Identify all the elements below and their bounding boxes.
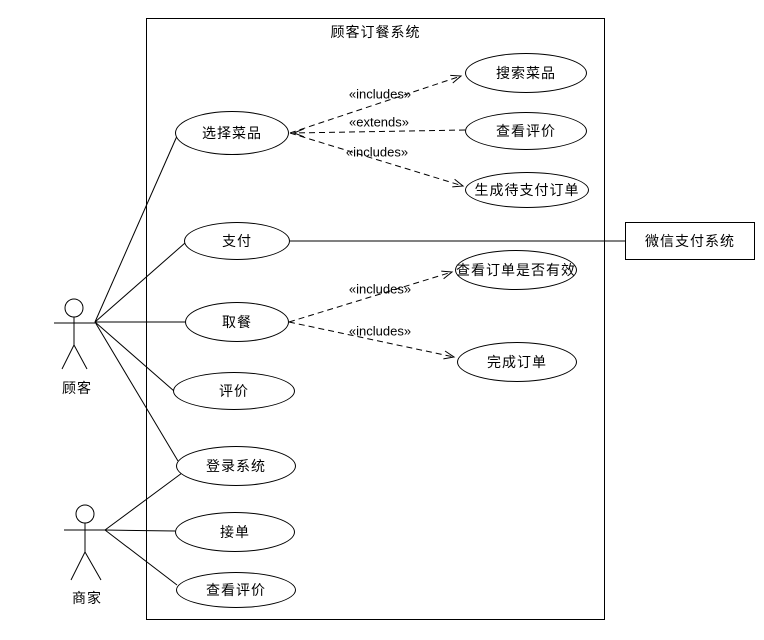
usecase-check-order[interactable]: 查看订单是否有效 — [455, 250, 577, 290]
usecase-login-label: 登录系统 — [206, 459, 266, 475]
usecase-select-dish[interactable]: 选择菜品 — [175, 111, 289, 155]
association-customer-pay — [94, 242, 186, 323]
usecase-view-reviews-label: 查看评价 — [496, 124, 556, 140]
usecase-view-reviews-merchant-label: 查看评价 — [206, 583, 266, 599]
association-merchant-view-reviews — [104, 529, 178, 586]
stereotype-includes-generate-order: «includes» — [345, 144, 409, 160]
merchant-actor-figure[interactable] — [64, 504, 105, 581]
includes-pickup-complete-order — [288, 321, 456, 360]
usecase-select-dish-label: 选择菜品 — [202, 126, 262, 142]
includes-select-dish-search-dish — [289, 74, 463, 134]
usecase-check-order-label: 查看订单是否有效 — [456, 263, 576, 279]
merchant-actor-label: 商家 — [72, 591, 102, 607]
usecase-pay-label: 支付 — [222, 234, 252, 250]
external-system-wechat-pay[interactable]: 微信支付系统 — [625, 222, 755, 260]
usecase-view-reviews-merchant[interactable]: 查看评价 — [176, 572, 296, 608]
association-merchant-login — [104, 472, 183, 531]
includes-pickup-check-order — [288, 270, 454, 323]
stereotype-includes-check-order: «includes» — [348, 281, 412, 297]
usecase-accept-order-label: 接单 — [220, 525, 250, 541]
association-merchant-accept-order — [104, 529, 176, 532]
stereotype-extends-view-reviews: «extends» — [349, 114, 409, 130]
association-customer-review — [94, 321, 175, 392]
association-customer-select-dish — [94, 135, 178, 323]
system-title: 顾客订餐系统 — [330, 25, 421, 41]
customer-actor-figure[interactable] — [54, 298, 95, 370]
usecase-generate-order[interactable]: 生成待支付订单 — [465, 172, 589, 208]
stereotype-includes-search: «includes» — [348, 86, 412, 102]
usecase-search-dish[interactable]: 搜索菜品 — [465, 53, 587, 93]
usecase-search-dish-label: 搜索菜品 — [496, 66, 556, 82]
usecase-review[interactable]: 评价 — [173, 372, 295, 410]
customer-actor-label: 顾客 — [62, 381, 92, 397]
usecase-pickup[interactable]: 取餐 — [185, 302, 289, 342]
usecase-complete-order-label: 完成订单 — [487, 355, 547, 371]
usecase-login[interactable]: 登录系统 — [176, 446, 296, 486]
includes-select-dish-generate-order — [289, 132, 465, 188]
usecase-pay[interactable]: 支付 — [184, 222, 290, 260]
usecase-complete-order[interactable]: 完成订单 — [457, 342, 577, 382]
usecase-view-reviews[interactable]: 查看评价 — [465, 112, 587, 150]
system-boundary — [146, 18, 605, 620]
usecase-review-label: 评价 — [219, 384, 249, 400]
usecase-accept-order[interactable]: 接单 — [175, 512, 295, 552]
usecase-pickup-label: 取餐 — [222, 315, 252, 331]
external-system-wechat-pay-label: 微信支付系统 — [645, 234, 735, 250]
stereotype-includes-complete-order: «includes» — [348, 323, 412, 339]
association-customer-login — [94, 321, 179, 462]
usecase-generate-order-label: 生成待支付订单 — [474, 183, 580, 199]
extends-view-reviews-select-dish — [292, 128, 466, 138]
